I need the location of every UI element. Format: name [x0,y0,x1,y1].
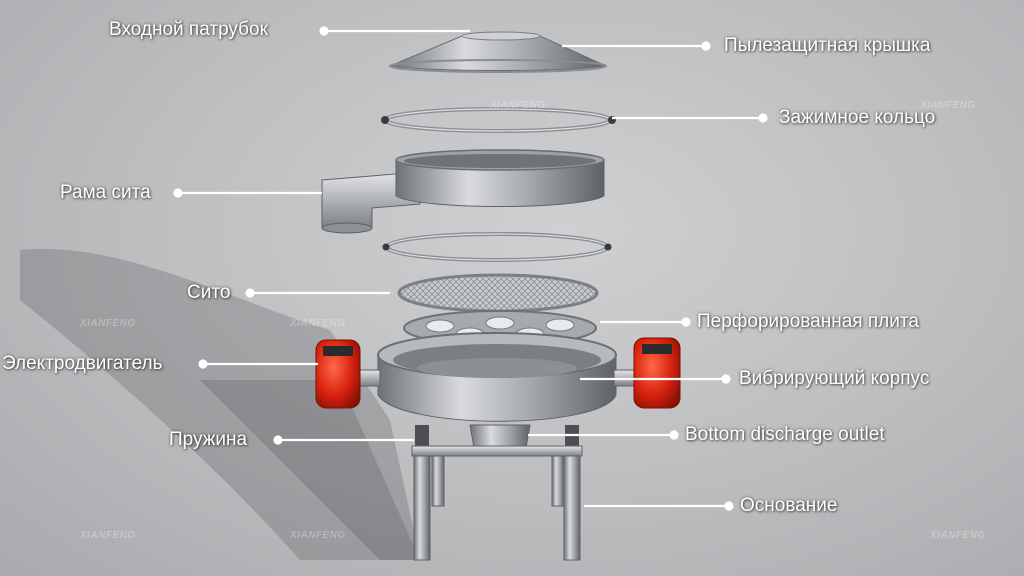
label-clamp-ring: Зажимное кольцо [779,107,936,128]
motor-right [613,337,681,409]
clamp-ring-top [381,107,616,133]
motor-left [315,339,381,409]
leader-lines [173,26,768,511]
label-base: Основание [740,495,838,516]
label-motor: Электродвигатель [2,353,163,374]
label-screen-frame: Рама сита [60,182,151,203]
mesh-screen [397,273,599,313]
watermark: XIANFENG [920,100,976,111]
label-perforated-plate: Перфорированная плита [697,311,919,332]
watermark: XIANFENG [80,318,136,329]
dust-cover [388,31,608,73]
label-mesh: Сито [187,282,231,303]
label-bottom-outlet: Bottom discharge outlet [685,424,885,445]
label-dust-cover: Пылезащитная крышка [724,35,931,56]
screen-frame [321,149,605,234]
watermark: XIANFENG [290,318,346,329]
vibrating-body [377,332,617,449]
clamp-ring-mid [382,232,612,262]
label-vibrating-body: Вибрирующий корпус [739,368,930,389]
label-inlet: Входной патрубок [109,19,268,40]
floor-shadow [20,248,420,560]
watermark: XIANFENG [490,100,546,111]
base-frame [411,445,583,561]
watermark: XIANFENG [80,530,136,541]
watermark: XIANFENG [930,530,986,541]
label-spring: Пружина [169,429,248,450]
watermark: XIANFENG [290,530,346,541]
